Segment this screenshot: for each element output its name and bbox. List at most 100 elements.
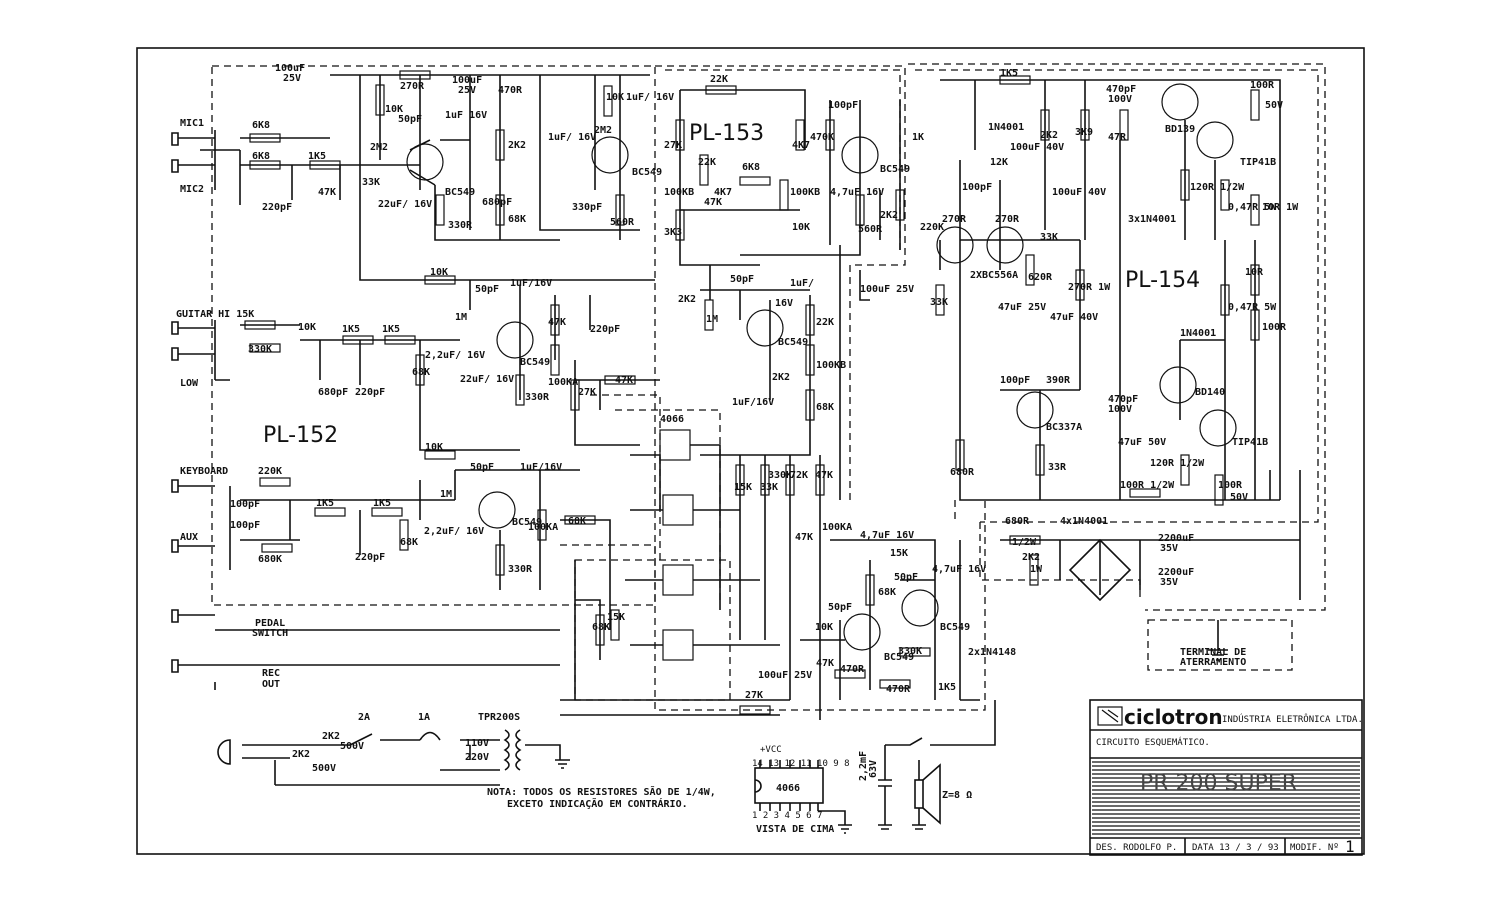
switch-label: SWITCH [252,628,288,639]
r2k2-a: 2K2 [508,140,526,151]
c22mf: 2,2mF [858,751,869,781]
brand-name: ciclotron [1124,705,1223,729]
c50pf-sw: 50pF [894,572,918,583]
r4k7-153b: 4K7 [792,140,810,151]
c470pf-154b: 470pF [1108,394,1138,405]
r47k-sw3: 47K [816,658,834,669]
c1uf16v-b: 1uF/ 16V [626,92,674,103]
c100uf-a: 100uF [275,63,305,74]
q-bc549-c: BC549 [880,164,910,175]
mic2-label: MIC2 [180,184,204,195]
v35-a: 35V [1160,543,1178,554]
c1uf16v-kb: 1uF/16V [520,462,562,473]
d1n4001-b: 1N4001 [1180,328,1216,339]
r390r: 390R [1046,375,1071,386]
r560r-a: 560R [610,217,635,228]
r2k2-153: 2K2 [880,210,898,221]
c100pf-kb2: 100pF [230,520,260,531]
note-line1: NOTA: TODOS OS RESISTORES SÃO DE 1/4W, [487,785,716,798]
r100r-154: 100R [1250,80,1275,91]
c100uf-sw: 100uF 25V [758,670,812,681]
q-bc549-mid: BC549 [778,337,808,348]
r22k-mid: 22K [816,317,834,328]
keyboard-label: KEYBOARD [180,466,228,477]
r33k-154: 33K [1040,232,1058,243]
c220pf-gt: 220pF [590,324,620,335]
r270r-154b: 270R [995,214,1020,225]
c47uf40v: 47uF 40V [1050,312,1098,323]
r10k-top: 10K [385,104,403,115]
v25-b: 25V [458,85,476,96]
v500-b: 500V [312,763,336,774]
r27k-gt: 27K [578,387,596,398]
r680r-154: 680R [950,467,975,478]
c1uf16v-mid: 1uF/ [790,278,814,289]
input-jacks [171,130,560,690]
r10r-a: 10R 1W [1262,202,1299,213]
q-2xbc556a: 2XBC556A [970,270,1018,281]
r330r-gt: 330R [525,392,550,403]
board-pl154-label: PL-154 [1125,268,1200,293]
mic1-label: MIC1 [180,118,204,129]
r470r-top: 470R [498,85,523,96]
c100uf25v-mid: 100uF 25V [860,284,914,295]
r47k-gt: 47K [548,317,566,328]
r68k-gt: 68K [412,367,430,378]
c4u7-153: 4,7uF 16V [830,187,884,198]
r10k-sw: 10K [815,622,833,633]
low-label: LOW [180,378,199,389]
c4u7-sw: 4,7uF 16V [860,530,914,541]
r330r-a: 330R [448,220,473,231]
board-pl152-label: PL-152 [263,423,338,448]
r047r-b: 0,47R 5W [1228,302,1277,313]
r4k7-153a: 4K7 [714,187,732,198]
r270r-154a: 270R [942,214,967,225]
c50pf-kb: 50pF [470,462,494,473]
r22uf-gt: 22uF/ 16V [460,374,514,385]
fuse-1a: 1A [418,712,430,723]
c50pf-sw2: 50pF [828,602,852,613]
r100kb-153b: 100KB [790,187,820,198]
c1uf16v-d: 1uF/16V [510,278,552,289]
c1uf16v-c: 1uF/ 16V [548,132,596,143]
r68k-sw: 68K [878,587,896,598]
c470pf-154: 470pF [1106,84,1136,95]
r560r-b: 560R [858,224,883,235]
c22uf-kb: 2,2uF/ 16V [424,526,484,537]
r3k3: 3K3 [664,227,682,238]
c22uf16v-a: 22uF/ 16V [378,199,432,210]
r33k-154b: 33K [930,297,948,308]
v50-154: 50V [1265,100,1283,111]
c220pf-kb: 220pF [355,552,385,563]
switch-transistors [800,539,980,701]
r1m-mid: 1M [706,314,718,325]
ic4066: 4066 [660,414,684,425]
c100uf-b: 100uF [452,75,482,86]
r220k-154: 220K [920,222,944,233]
r270r: 270R [400,81,425,92]
terminal-2: ATERRAMENTO [1180,657,1246,668]
pl153-wiring [675,85,905,500]
c4u7-sw2: 4,7uF 16V [932,564,986,575]
v63: 63V [868,760,879,778]
v35-b: 35V [1160,577,1178,588]
c47uf50v: 47uF 50V [1118,437,1166,448]
r1k5-mic: 1K5 [308,151,326,162]
rec-label: REC [262,668,280,679]
r100r-154d: 100R [1218,480,1243,491]
r100ka-gt: 100KA [548,377,578,388]
subtitle: CIRCUITO ESQUEMÁTICO. [1096,736,1210,748]
r2k2-154: 2K2 [1040,130,1058,141]
r1k5-kb1: 1K5 [316,498,334,509]
r10r-b: 10R [1245,267,1264,278]
r47k-153: 47K [704,197,722,208]
v220: 220V [465,752,489,763]
v110: 110V [465,738,489,749]
r330k-sw: 330K [768,470,792,481]
q-bd140: BD140 [1195,387,1225,398]
r47k-sw2: 47K [795,532,813,543]
tpr200s: TPR200S [478,712,520,723]
model-title: PR 200 SUPER [1140,771,1297,796]
q-bc549-d: BC549 [520,357,550,368]
